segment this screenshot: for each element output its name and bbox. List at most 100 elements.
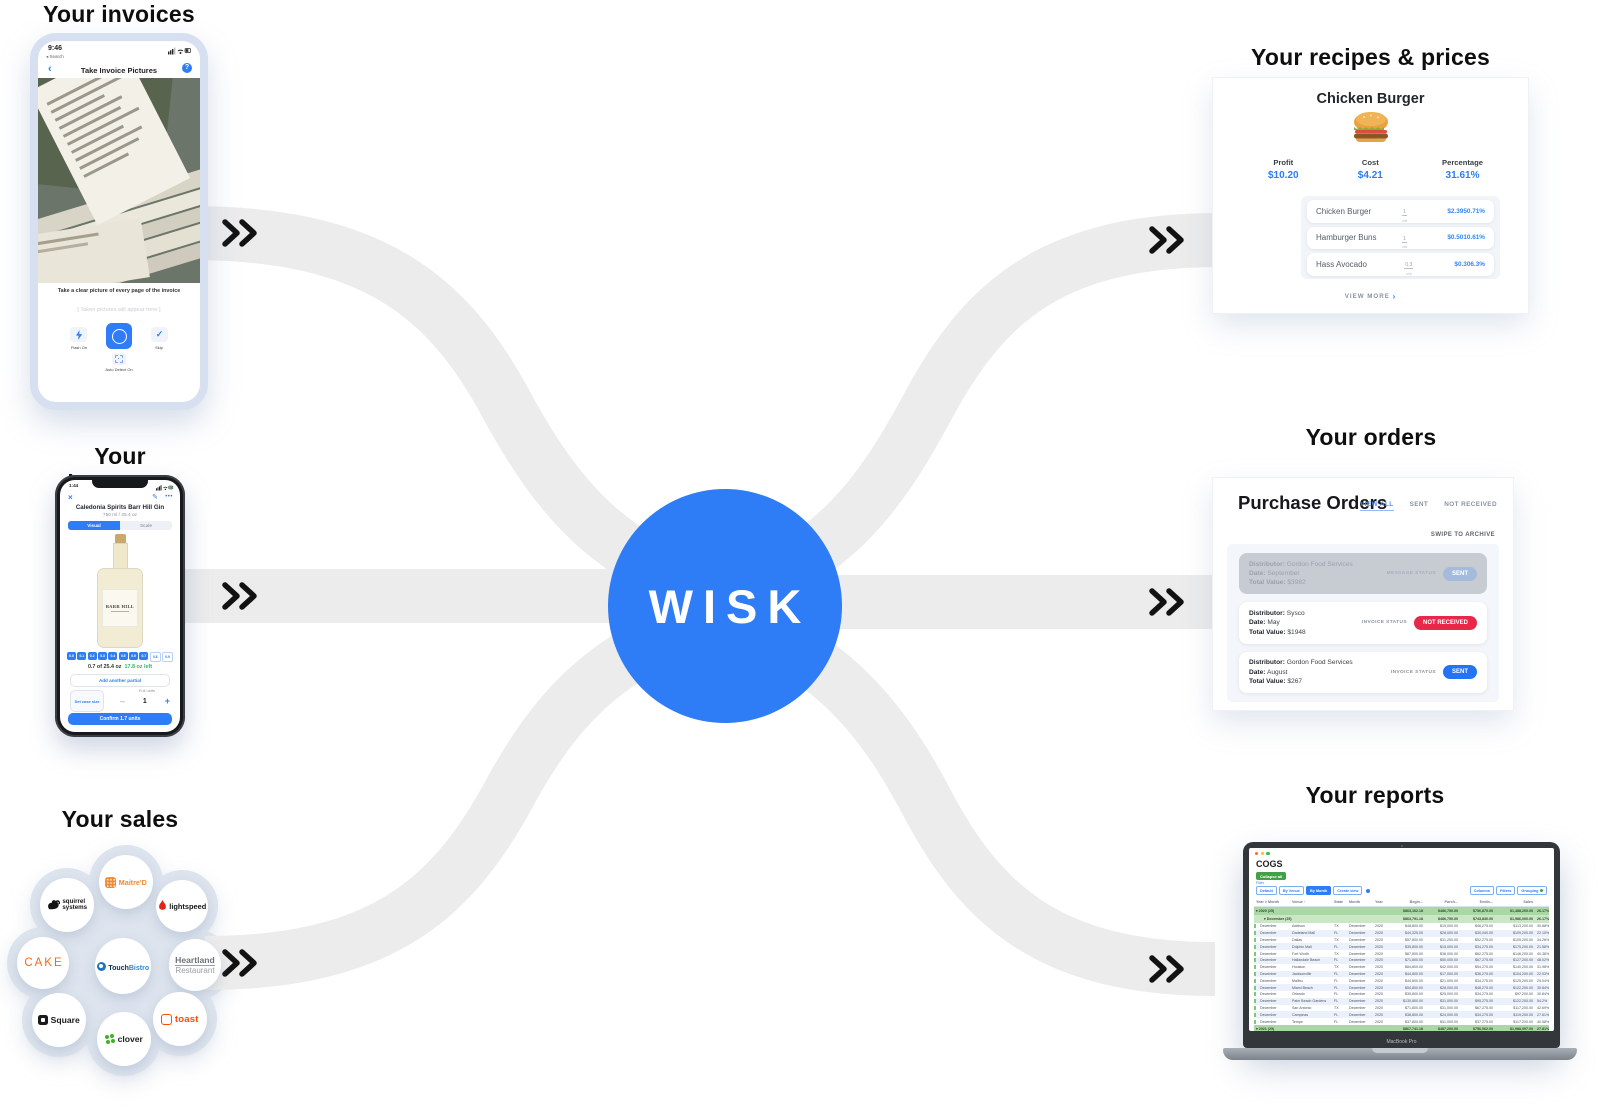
group-row-december[interactable]: ▾ December (25)$863,791.18$486,750.00$74…: [1254, 915, 1549, 923]
partial-0.3[interactable]: 0.3: [98, 652, 107, 660]
info-icon[interactable]: [1366, 888, 1371, 893]
view-by-month[interactable]: By Month: [1305, 886, 1332, 895]
partial-0.8[interactable]: 0.8: [149, 652, 161, 662]
close-icon[interactable]: ×: [68, 493, 73, 502]
bottle-body: BARR HILL: [97, 568, 143, 648]
tab-visual[interactable]: Visual: [68, 521, 120, 530]
logo-cake[interactable]: CAKE: [17, 937, 69, 989]
oz-left: 17.8 oz left: [124, 664, 153, 670]
group-row-2020[interactable]: ▾ 2020 (25)$863,162.18$486,750.00$756,87…: [1254, 907, 1549, 915]
partial-0.1[interactable]: 0.1: [77, 652, 87, 660]
bottle-neck: [112, 543, 128, 569]
status-icons: [156, 485, 174, 491]
logo-lightspeed[interactable]: lightspeed: [156, 880, 208, 932]
minus-button[interactable]: –: [120, 696, 126, 706]
item-name: Caledonia Spirits Barr Hill Gin: [75, 504, 165, 511]
plus-button[interactable]: +: [164, 696, 170, 706]
invoice-caption: Take a clear picture of every page of th…: [57, 288, 181, 294]
squirrel-icon: [47, 900, 60, 910]
partial-0.7[interactable]: 0.7: [139, 652, 149, 660]
logo-toast[interactable]: toast: [153, 992, 207, 1046]
partial-0.5[interactable]: 0.5: [118, 652, 128, 660]
report-title: COGS: [1256, 859, 1283, 869]
item-toolbar: × ✎ •••: [60, 493, 180, 503]
partial-0.4[interactable]: 0.4: [108, 652, 118, 660]
partial-0.0[interactable]: 0.0: [66, 652, 76, 660]
purchase-orders-heading: Purchase Orders: [1238, 492, 1388, 513]
status-search-label: ◂ Search: [46, 54, 64, 59]
tool-columns[interactable]: Columns: [1469, 886, 1494, 895]
view-create-view[interactable]: Create view: [1333, 886, 1363, 895]
partial-0.6[interactable]: 0.6: [129, 652, 138, 660]
help-icon[interactable]: ?: [182, 63, 192, 73]
back-chevron-icon[interactable]: ‹: [48, 63, 52, 75]
flash-button[interactable]: [70, 327, 87, 342]
tool-grouping[interactable]: Grouping: [1517, 886, 1547, 895]
group-row-2021[interactable]: ▾ 2021 (25)$867,741.18$487,200.00$756,06…: [1254, 1024, 1549, 1031]
order-card[interactable]: Distributor: Gordon Food Services Date: …: [1239, 651, 1487, 693]
bottle-label: BARR HILL: [102, 589, 138, 627]
partial-0.2[interactable]: 0.2: [87, 652, 97, 660]
view-default[interactable]: Default: [1256, 886, 1277, 895]
dish-name: Chicken Burger: [1316, 91, 1425, 107]
capture-button[interactable]: [106, 323, 132, 349]
square-icon: [38, 1015, 49, 1025]
partial-0.9[interactable]: 0.9: [162, 652, 174, 662]
status-badge-sent: SENT: [1442, 665, 1477, 680]
tab-not-received[interactable]: NOT RECEIVED: [1444, 501, 1497, 508]
view-more-link[interactable]: VIEW MORE ›: [1344, 292, 1397, 301]
auto-detect-button[interactable]: [112, 353, 126, 365]
confirm-units-button[interactable]: Confirm 1.7 units: [68, 713, 172, 725]
order-card[interactable]: Distributor: Sysco Date: May Total Value…: [1239, 602, 1487, 644]
add-partial-button[interactable]: Add another partial: [70, 674, 170, 687]
edit-icon[interactable]: ✎: [152, 494, 158, 501]
purchase-orders-card: Purchase Orders VIEW ALL SENT NOT RECEIV…: [1213, 478, 1513, 710]
minimize-window-icon: [1260, 852, 1264, 856]
tool-filters[interactable]: Filters: [1496, 886, 1516, 895]
collapse-all-button[interactable]: Collapse all: [1256, 872, 1287, 880]
phone-notch: [92, 480, 148, 488]
more-icon[interactable]: •••: [165, 494, 173, 500]
chevron-right-icon: ›: [1392, 292, 1397, 301]
stat-cost: Cost$4.21: [1357, 158, 1383, 181]
status-label: INVOICE STATUS: [1390, 669, 1436, 675]
filter-label[interactable]: Filter: [1256, 881, 1264, 885]
logo-maitred[interactable]: Maitre'D: [99, 855, 153, 909]
tab-sent[interactable]: SENT: [1409, 501, 1429, 508]
order-card-archived[interactable]: Distributor: Gordon Food Services Date: …: [1239, 553, 1487, 595]
skip-button[interactable]: ✓: [151, 327, 168, 342]
logo-touchbistro[interactable]: TouchBistro: [95, 938, 151, 994]
partial-summary: 0.7 of 25.4 oz 17.8 oz left: [87, 664, 153, 670]
logo-clover[interactable]: clover: [97, 1012, 151, 1066]
view-by-venue[interactable]: By Venue: [1278, 886, 1304, 895]
tab-scale[interactable]: Scale: [120, 521, 172, 530]
tab-view-all[interactable]: VIEW ALL: [1360, 501, 1394, 511]
set-case-size-button[interactable]: Set case size: [70, 690, 104, 712]
logo-heartland-restaurant[interactable]: Heartland Restaurant: [169, 939, 221, 991]
orders-filter-tabs: VIEW ALL SENT NOT RECEIVED: [1360, 501, 1497, 511]
logo-square[interactable]: Square: [32, 993, 86, 1047]
swipe-to-archive-hint: SWIPE TO ARCHIVE: [1430, 532, 1495, 538]
item-size: 750 ml / 25.4 oz: [102, 513, 138, 518]
